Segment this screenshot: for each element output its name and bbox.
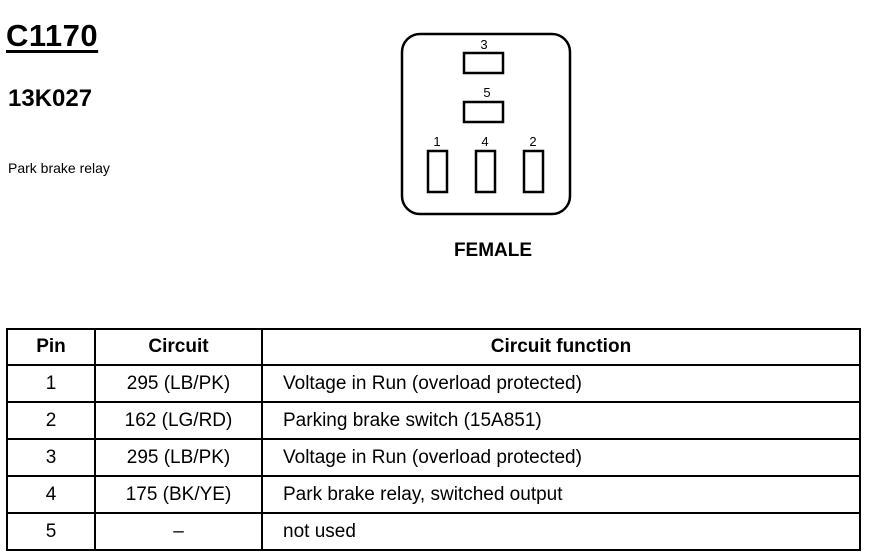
column-header-pin: Pin [6,328,96,366]
cell-function: Voltage in Run (overload protected) [261,438,861,477]
cell-function: not used [261,512,861,551]
pin-label-2: 2 [529,134,536,149]
connector-face-diagram: 3 5 1 4 2 [400,32,572,218]
table-row: 2 162 (LG/RD) Parking brake switch (15A8… [6,401,861,440]
cell-function: Park brake relay, switched output [261,475,861,514]
cell-circuit: 162 (LG/RD) [94,401,263,440]
table-row: 4 175 (BK/YE) Park brake relay, switched… [6,475,861,514]
table-row: 3 295 (LB/PK) Voltage in Run (overload p… [6,438,861,477]
cell-circuit: 175 (BK/YE) [94,475,263,514]
pin-cavity-4 [474,149,497,194]
cell-function: Parking brake switch (15A851) [261,401,861,440]
cell-function: Voltage in Run (overload protected) [261,364,861,403]
cell-circuit: – [94,512,263,551]
column-header-circuit: Circuit [94,328,263,366]
pin-label-4: 4 [481,134,488,149]
table-row: 5 – not used [6,512,861,551]
connector-description: Park brake relay [8,160,110,176]
cell-circuit: 295 (LB/PK) [94,438,263,477]
pin-cavity-1 [426,149,449,194]
pin-cavity-2 [522,149,545,194]
table-row: 1 295 (LB/PK) Voltage in Run (overload p… [6,364,861,403]
pin-label-5: 5 [483,85,490,100]
pin-label-3: 3 [480,37,487,52]
connector-id: C1170 [6,18,99,53]
connector-outline: 3 5 1 4 2 [400,32,572,216]
cell-pin: 3 [6,438,96,477]
cell-pin: 2 [6,401,96,440]
pin-cavity-5 [462,100,505,124]
table-header-row: Pin Circuit Circuit function [6,328,861,366]
cell-pin: 5 [6,512,96,551]
connector-gender-label: FEMALE [453,240,533,261]
cell-pin: 4 [6,475,96,514]
pin-label-1: 1 [433,134,440,149]
column-header-function: Circuit function [261,328,861,366]
pin-cavity-3 [462,51,505,75]
cell-pin: 1 [6,364,96,403]
cell-circuit: 295 (LB/PK) [94,364,263,403]
part-number: 13K027 [8,85,93,112]
pinout-table: Pin Circuit Circuit function 1 295 (LB/P… [6,328,861,551]
